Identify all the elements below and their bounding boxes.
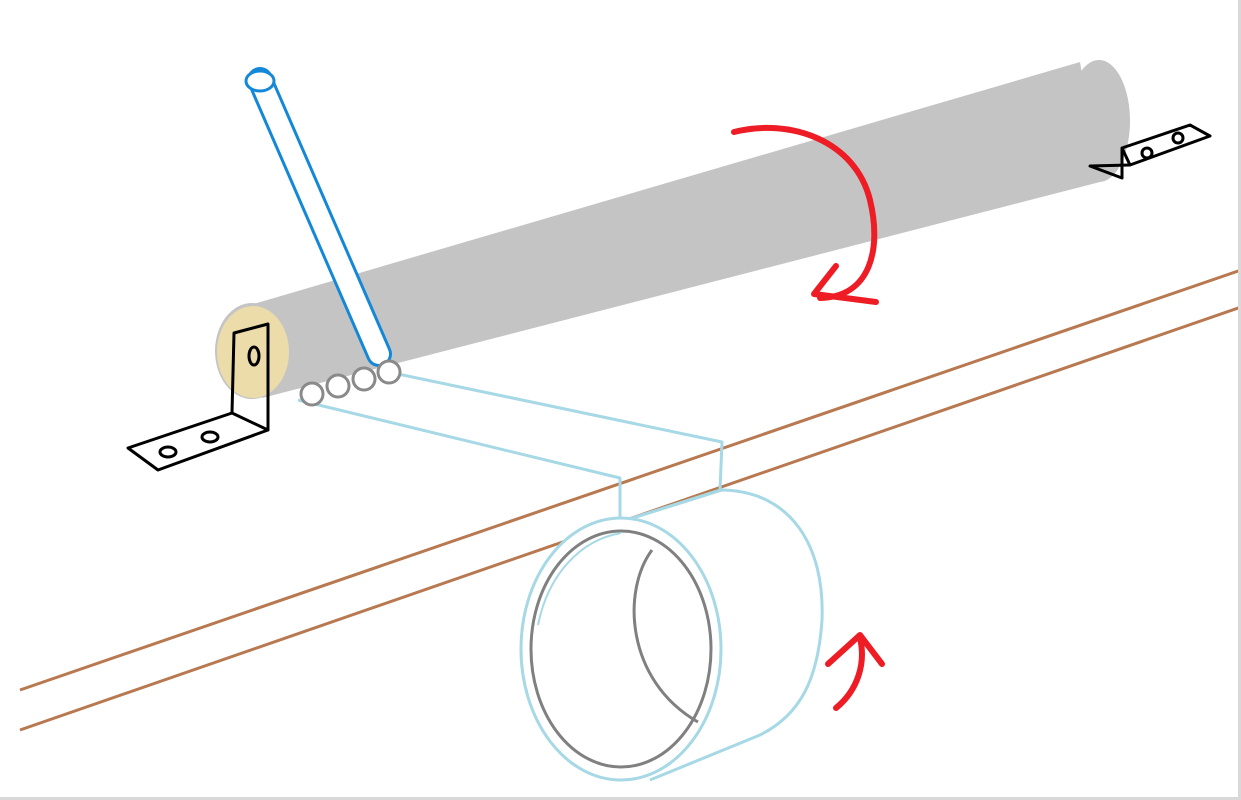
lever-top-end [244,69,276,93]
bearing-ball [325,373,351,399]
right-bracket-hole-2 [1171,131,1185,145]
lever [244,67,392,367]
drum-front-inner-rim [529,529,713,769]
drum-front-outer [519,516,723,782]
right-bracket-plate [1120,123,1212,167]
roller [215,60,1130,399]
roller-end-cap [217,306,289,398]
drum-top-edge [619,488,721,524]
bearing-ball [376,359,402,385]
bearing-ball [351,366,377,392]
drum-shell [649,488,824,782]
drum [519,488,824,782]
frame-edge-bottom [0,797,1241,800]
left-bracket [126,322,270,472]
left-bracket-horizontal [126,411,269,472]
rail-line-upper [19,268,1241,692]
right-bracket-vertical [1088,148,1131,180]
roller-far-end [1068,60,1130,182]
right-bracket-hole-1 [1140,146,1154,160]
cable-lower-strand [297,398,622,522]
right-bracket [1088,123,1212,180]
bearings [299,359,402,407]
left-bracket-hole-1 [158,445,178,459]
drum-rim-highlight [537,532,622,626]
bearing-ball [299,381,325,407]
roller-body [250,62,1100,398]
drum-rotation-arrow-icon [825,632,885,711]
roller-rotation-arrow-icon [731,124,879,305]
lever-rod-inner [250,70,389,364]
left-bracket-hole-top [247,345,261,367]
cable [297,372,724,524]
cable-upper-strand [397,372,724,491]
drum-inner-back-edge [632,549,699,724]
frame-edge-right [1238,0,1241,800]
left-bracket-hole-2 [200,430,220,444]
